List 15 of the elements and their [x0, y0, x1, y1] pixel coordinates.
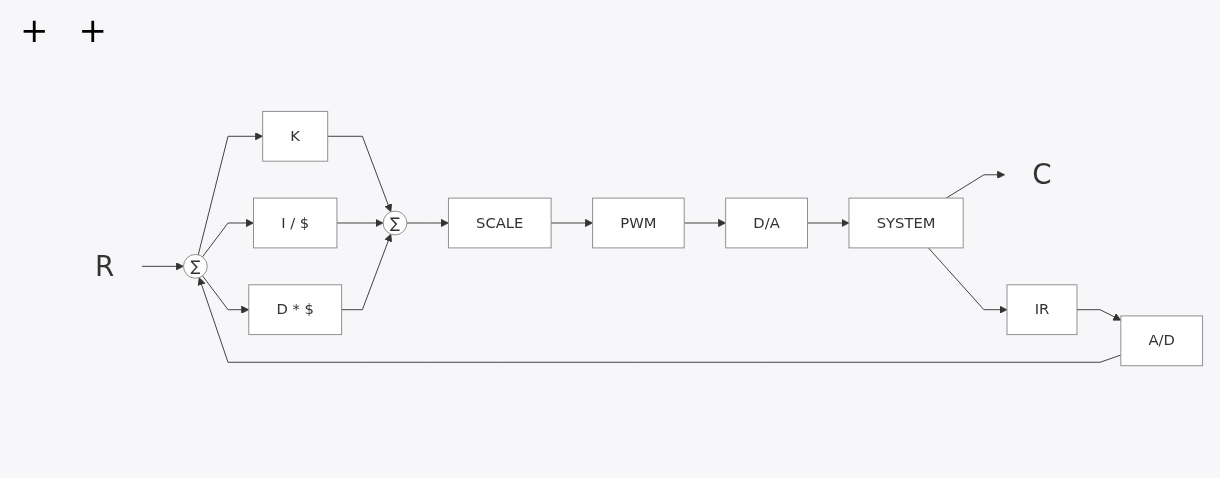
node-box: I / $	[253, 198, 338, 249]
plus-sign: +	[78, 10, 107, 50]
plus-sign: +	[20, 10, 49, 50]
node-box: D/A	[725, 198, 808, 249]
node-circle: ∑	[183, 254, 208, 280]
node-circle: ∑	[382, 211, 408, 236]
node-box: SCALE	[447, 198, 552, 249]
node-box: IR	[1006, 284, 1078, 336]
node-box: D * $	[248, 284, 343, 336]
node-box: PWM	[592, 198, 685, 249]
node-text: R	[95, 250, 115, 283]
node-box: K	[262, 111, 329, 163]
node-box: SYSTEM	[848, 198, 964, 249]
node-box: A/D	[1120, 315, 1204, 367]
node-text: C	[1032, 159, 1052, 192]
